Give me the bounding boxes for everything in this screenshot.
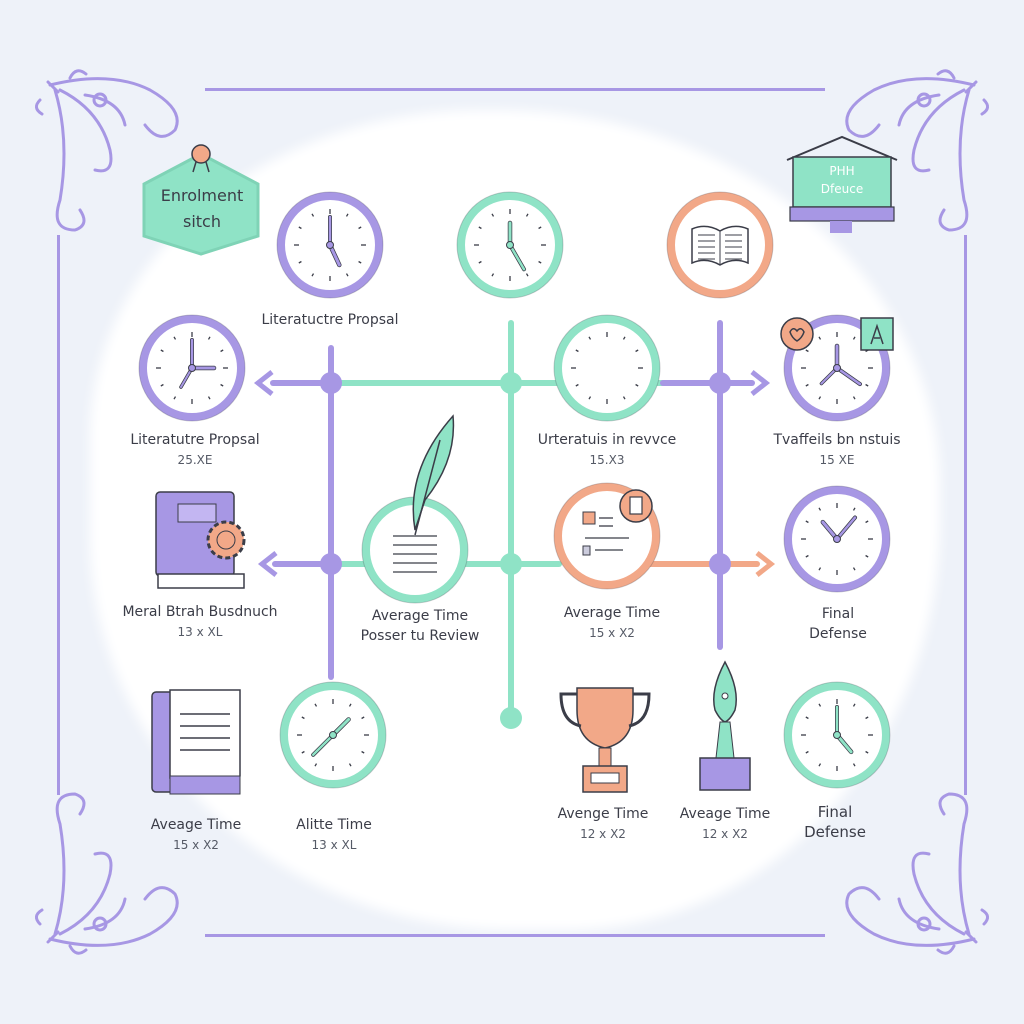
node-value: 15.X3 [589, 453, 625, 467]
arrow-right-icon [755, 551, 776, 577]
monitor-icon [786, 135, 898, 233]
monitor-line1: PHH [829, 164, 855, 178]
enrolment-label: Enrolment sitch [161, 183, 244, 235]
connector [332, 380, 722, 386]
flourish-icon [35, 69, 179, 232]
node-title: Meral Btrah Busdnuch [122, 604, 278, 620]
node-value: 13 x XL [177, 625, 223, 639]
node-label: Aveage Time 12 x X2 [680, 804, 770, 844]
node-title: Tvaffeils bn nstuis [773, 432, 901, 448]
frame-right [964, 235, 967, 795]
clock-icon [781, 483, 893, 599]
calendar-badge-icon [619, 489, 653, 523]
node-title: Defense [809, 626, 867, 642]
junction-dot [709, 553, 731, 575]
connector [640, 561, 760, 567]
arrow-left-icon [257, 551, 278, 577]
node-title: Posser tu Review [360, 628, 480, 644]
book-gear-icon [155, 491, 246, 589]
flag-icon [860, 317, 894, 351]
node-label: Tvaffeils bn nstuis 15 XE [773, 430, 900, 470]
frame-bottom [205, 934, 825, 937]
node-value: 25.XE [177, 453, 213, 467]
badge-line1: Enrolment [160, 186, 244, 205]
medal-icon [191, 144, 211, 164]
frame-top [205, 88, 825, 91]
node-title: Aveage Time [150, 817, 242, 833]
node-value: 15 x X2 [589, 626, 635, 640]
node-value: 15 x X2 [173, 838, 219, 852]
connector [717, 320, 723, 650]
arrow-left-icon [253, 370, 274, 396]
node-value: 12 x X2 [702, 827, 748, 841]
node-title: Alitte Time [296, 817, 372, 833]
junction-dot [320, 372, 342, 394]
node-value: 12 x X2 [580, 827, 626, 841]
node-label: Average Time 15 x X2 [564, 603, 660, 643]
node-label: Aveage Time 15 x X2 [151, 815, 241, 855]
arrow-right-icon [750, 370, 771, 396]
junction-dot [709, 372, 731, 394]
quill-icon [412, 414, 455, 536]
pen-award-icon [699, 660, 751, 791]
badges [780, 317, 894, 351]
clock-icon [274, 189, 386, 305]
node-label: Avenge Time 12 x X2 [558, 804, 649, 844]
junction-dot [320, 553, 342, 575]
node-title: Final [817, 803, 853, 821]
book-document-icon [151, 689, 241, 795]
node-label: Alitte Time 13 x XL [296, 815, 372, 855]
junction-dot [500, 553, 522, 575]
node-title: Urteratuis in revvce [537, 432, 677, 448]
node-value: 15 XE [819, 453, 855, 467]
node-label: Literatutre Propsal 25.XE [130, 430, 259, 470]
badge-line2: sitch [183, 212, 221, 231]
frame-left [57, 235, 60, 795]
connector [270, 380, 332, 386]
node-title: Defense [804, 823, 866, 841]
enrolment-badge [142, 144, 260, 256]
node-title: Literatutre Propsal [130, 432, 260, 448]
top-label: Literatuctre Propsal [261, 312, 399, 328]
monitor-label: PHH Dfeuce [821, 162, 863, 198]
clock-icon [551, 312, 663, 428]
node-label: Urteratuis in revvce 15.X3 [538, 430, 677, 470]
end-dot [500, 707, 522, 729]
node-value: 13 x XL [311, 838, 357, 852]
clock-icon [136, 312, 248, 428]
trophy-icon [559, 687, 651, 793]
node-title: Avenge Time [557, 806, 649, 822]
book-clock-icon [664, 189, 776, 305]
connector [328, 345, 334, 680]
node-title: Final [821, 606, 855, 622]
clock-icon [781, 679, 893, 795]
connector [508, 320, 514, 718]
heart-icon [780, 317, 814, 351]
connector [660, 380, 755, 386]
clock-icon [277, 679, 389, 795]
node-title: Aveage Time [679, 806, 771, 822]
node-label: Meral Btrah Busdnuch 13 x XL [122, 602, 277, 642]
junction-dot [500, 372, 522, 394]
clock-icon [454, 189, 566, 305]
monitor-line2: Dfeuce [820, 182, 864, 196]
connector [272, 561, 332, 567]
node-title: Average Time [563, 605, 661, 621]
node-title: Average Time [371, 608, 469, 624]
